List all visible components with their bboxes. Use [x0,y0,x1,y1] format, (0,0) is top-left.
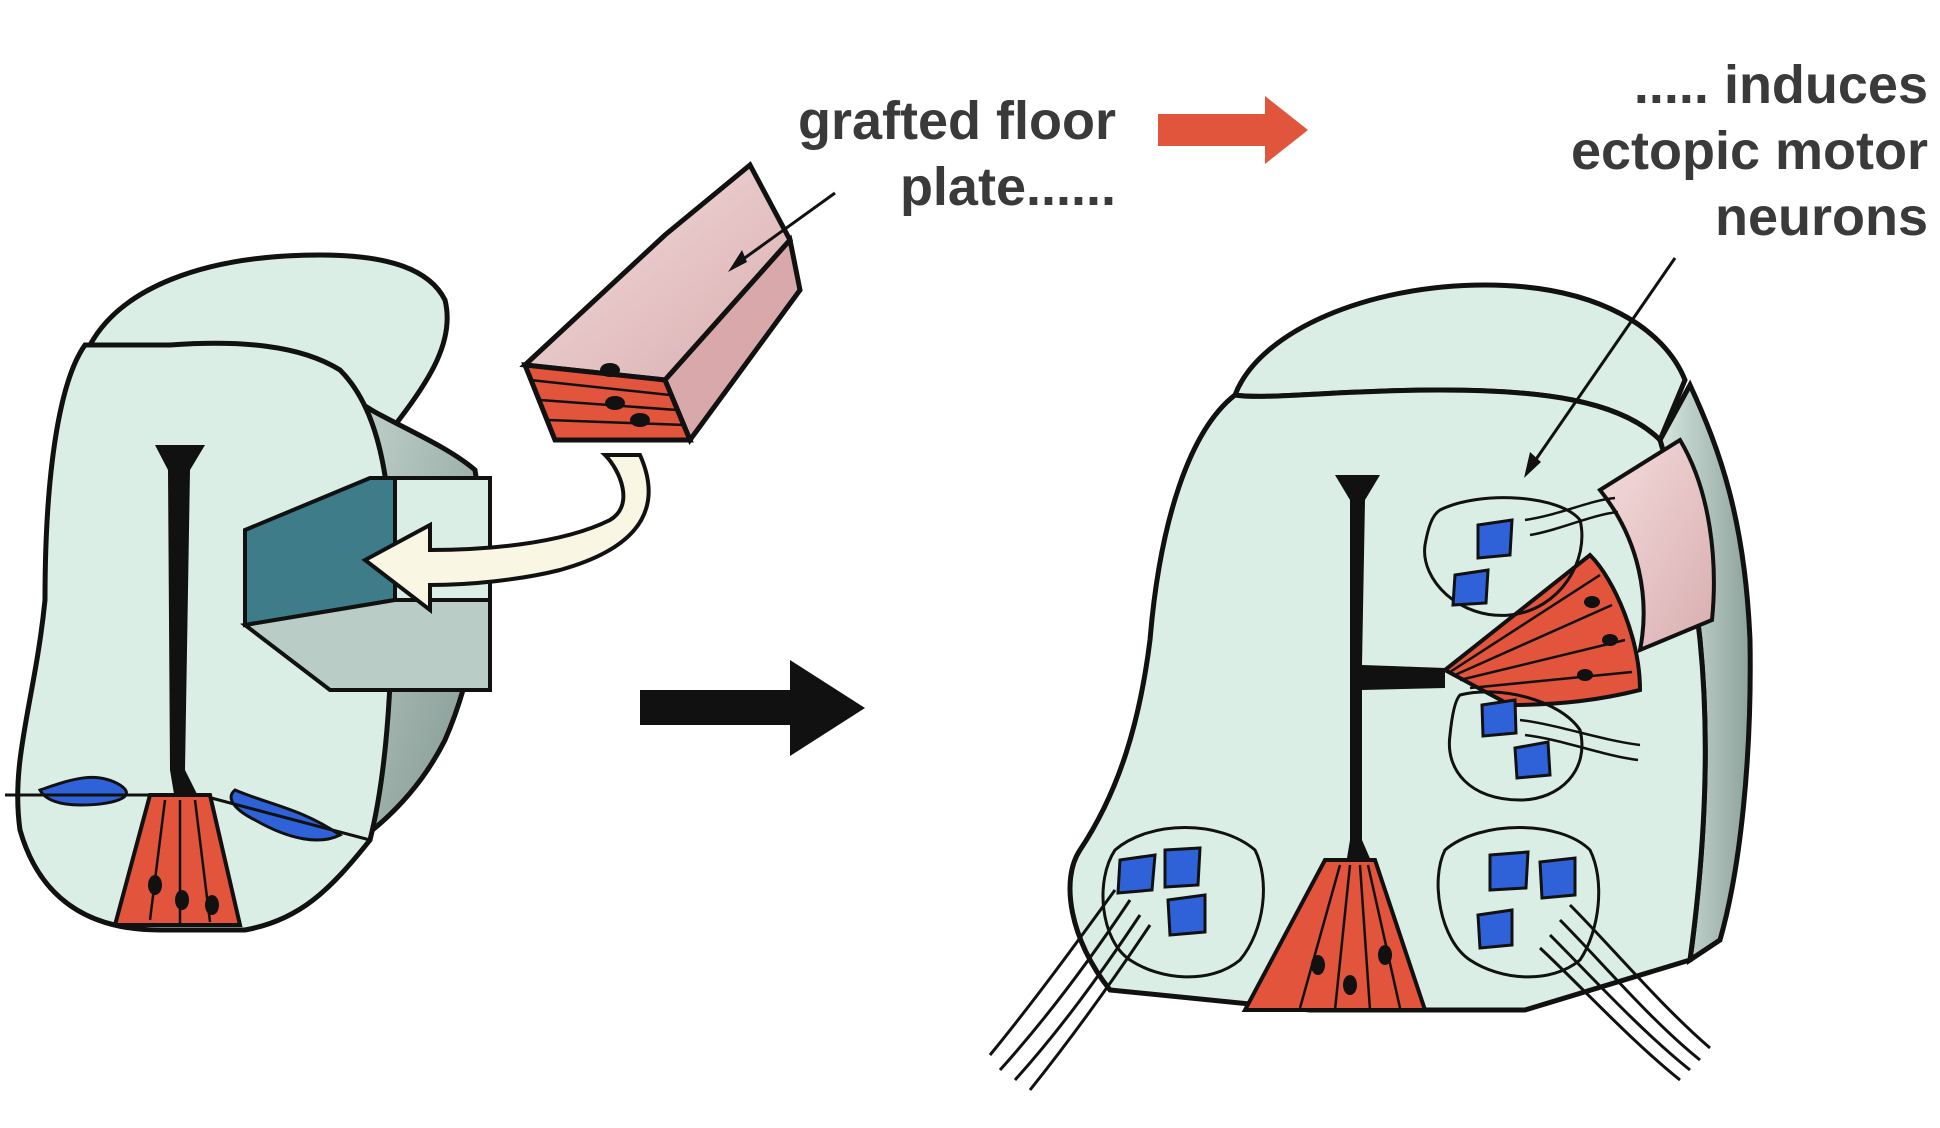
induce-label-line-2: ectopic motor [1570,121,1928,181]
result-central-canal [1335,475,1445,870]
host-motor-column-left [37,775,128,807]
motor-root-right [1538,903,1711,1082]
host-central-canal [155,445,205,800]
graft-label-pointer [734,191,836,267]
ectopic-motor-neurons-upper [1423,496,1619,617]
motor-root-left [988,889,1152,1091]
induce-label-pointer [1528,257,1677,469]
result-spinal-cord [988,257,1753,1091]
induce-label: ..... induces ectopic motor neurons [1571,52,1928,250]
host-floor-plate [112,793,243,927]
ectopic-motor-neurons-lower [1447,690,1641,802]
motor-column-right [1436,826,1711,1082]
induce-label-line-3: neurons [1714,187,1928,247]
transition-arrow [640,660,865,756]
graft-label-line-1: grafted floor [798,91,1116,151]
grafted-floor-plate-block [519,161,836,446]
host-motor-column-right [229,788,343,842]
graft-insertion-arrow [361,453,651,615]
graft-cavity-floor [240,598,492,692]
result-arrow [1158,96,1308,164]
result-floor-plate [1241,858,1428,1012]
graft-label-line-2: plate...... [899,157,1116,217]
motor-column-left [988,826,1265,1091]
ectopic-graft-top [1597,437,1716,654]
induce-label-line-1: ..... induces [1633,55,1928,115]
graft-label: grafted floor plate...... [798,88,1116,220]
